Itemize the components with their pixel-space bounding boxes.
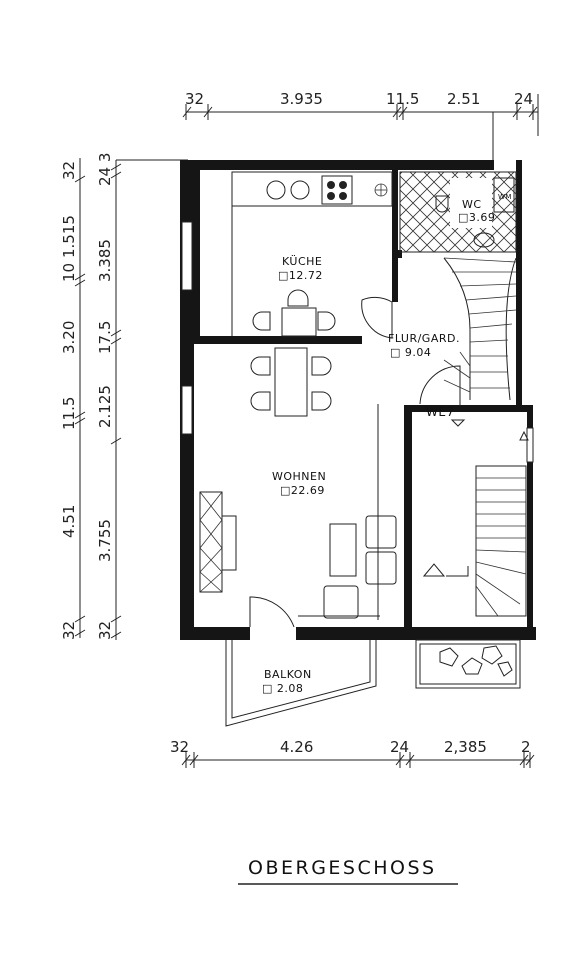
plan-title: OBERGESCHOSS — [238, 857, 458, 885]
dim-bottom-5: 2 — [521, 738, 531, 756]
dim-left-inner-6: 32 — [96, 621, 114, 640]
dim-left-inner-1: 24 3 — [96, 153, 114, 186]
room-balkon-name: BALKON — [264, 668, 312, 681]
kitchen-counter — [231, 171, 393, 336]
dim-left-1: 32 — [60, 161, 78, 180]
top-dimension-line: 32 3.935 11.5 2.51 24 — [182, 90, 539, 160]
wm-label: WM — [498, 193, 512, 201]
lounge-furniture — [298, 404, 397, 620]
dim-bottom-1: 32 — [170, 738, 189, 756]
dim-top-2: 3.935 — [280, 90, 323, 108]
room-flur-area: □ 9.04 — [390, 346, 431, 359]
doors — [249, 296, 461, 628]
room-wohnen-name: WOHNEN — [272, 470, 326, 483]
stairs-we7 — [422, 419, 529, 617]
dim-left-3: 10 — [60, 263, 78, 282]
room-we7-name: WE7 — [426, 405, 455, 419]
dim-left-inner-3: 17.5 — [96, 321, 114, 354]
dim-left-inner-5: 3.755 — [96, 519, 114, 562]
dim-bottom-2: 4.26 — [280, 738, 313, 756]
walls — [180, 160, 536, 640]
room-labels: KÜCHE □12.72 WC □3.69 FLUR/GARD. □ 9.04 … — [262, 198, 495, 695]
room-kueche-area: □12.72 — [278, 269, 323, 282]
dim-left-6: 4.51 — [60, 505, 78, 538]
left-dimension-lines: 32 1.515 10 3.20 11.5 4.51 32 24 3 3.385… — [60, 153, 188, 640]
dim-top-4: 2.51 — [447, 90, 480, 108]
room-flur-name: FLUR/GARD. — [388, 332, 460, 345]
dim-bottom-4: 2,385 — [444, 738, 487, 756]
kitchen-table — [252, 289, 336, 337]
dim-top-5: 24 — [514, 90, 533, 108]
sofa — [199, 491, 237, 593]
dim-left-inner-4: 2.125 — [96, 385, 114, 428]
room-wc-area: □3.69 — [458, 211, 495, 224]
planter — [415, 639, 521, 689]
plan-title-text: OBERGESCHOSS — [248, 857, 437, 879]
stairs-upper — [443, 257, 517, 401]
dim-top-1: 32 — [185, 90, 204, 108]
bottom-dimension-line: 32 4.26 24 2,385 2 — [170, 738, 535, 768]
room-balkon-area: □ 2.08 — [262, 682, 303, 695]
dim-left-5: 11.5 — [60, 397, 78, 430]
dim-left-7: 32 — [60, 621, 78, 640]
dim-left-2: 1.515 — [60, 215, 78, 258]
room-wc-name: WC — [462, 198, 482, 211]
wc-area: WM — [399, 171, 517, 253]
dim-top-3: 11.5 — [386, 90, 419, 108]
balcony — [225, 640, 377, 727]
dining-table — [250, 347, 332, 417]
dim-left-inner-2: 3.385 — [96, 239, 114, 282]
room-kueche-name: KÜCHE — [282, 255, 322, 268]
dim-left-4: 3.20 — [60, 321, 78, 354]
dim-bottom-3: 24 — [390, 738, 409, 756]
room-wohnen-area: □22.69 — [280, 484, 325, 497]
